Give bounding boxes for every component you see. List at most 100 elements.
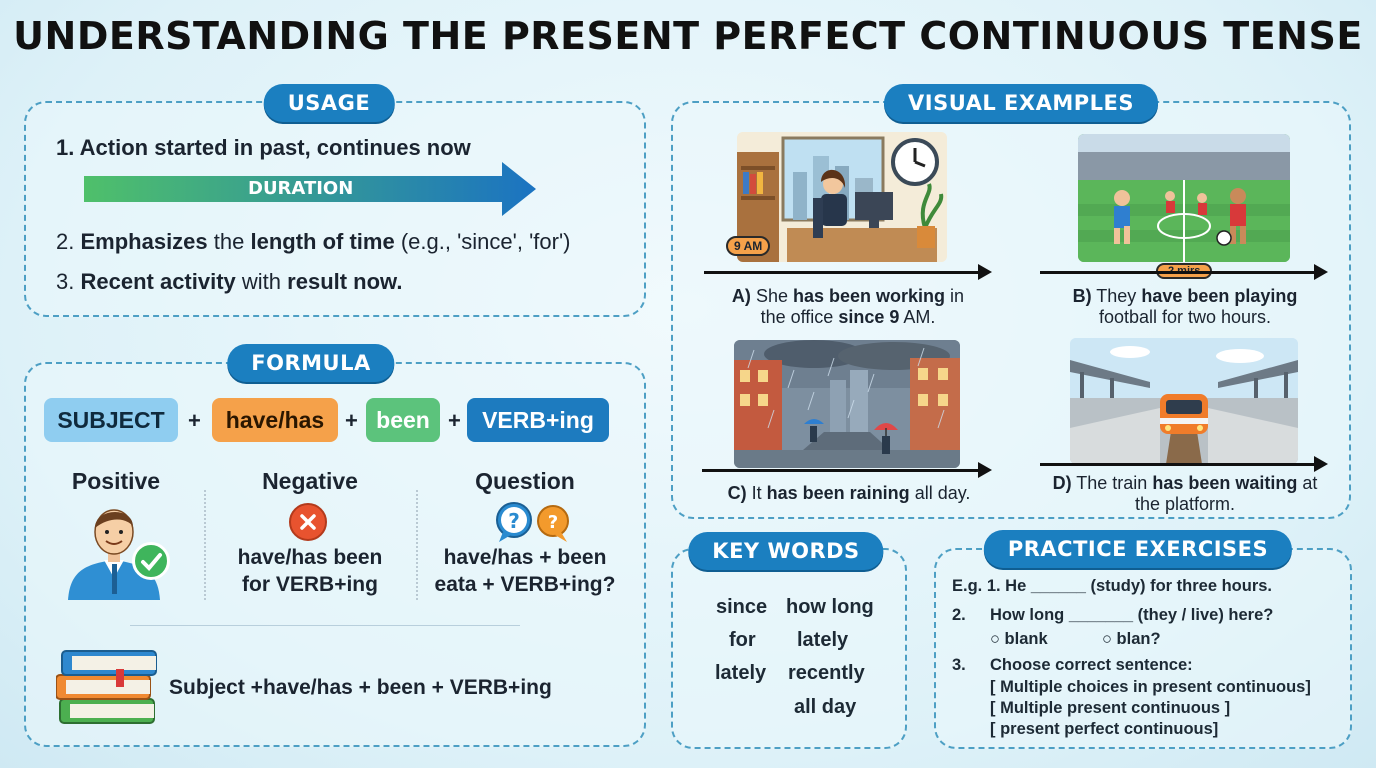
example-c-caption-t1: It	[751, 483, 762, 503]
svg-text:?: ?	[548, 512, 558, 533]
example-a-time-tag-text: 9 AM	[734, 239, 763, 253]
key-word-all-day: all day	[794, 696, 857, 718]
usage-item-2-emph-2: length of time	[250, 229, 395, 254]
key-word-how-long: how long	[786, 596, 874, 618]
formula-summary: Subject +have/has + been + VERB+ing	[169, 676, 552, 699]
practice-q2: How long _______ (they / live) here?	[990, 606, 1274, 624]
example-a-caption-b1: has been working	[792, 286, 946, 306]
example-d-caption: D) The train has been waiting at the pla…	[1030, 473, 1340, 515]
usage-item-2: 2. Emphasizes the length of time (e.g., …	[56, 229, 570, 255]
example-c-image	[734, 340, 960, 468]
usage-item-1-text: 1. Action started in past, continues now	[56, 135, 471, 160]
key-word-since: since	[716, 596, 768, 618]
teacher-avatar	[62, 500, 174, 600]
formula-plus-1: +	[188, 408, 201, 433]
usage-item-2-emph-1: Emphasizes	[80, 229, 208, 254]
positive-label: Positive	[71, 468, 161, 494]
practice-q3: Choose correct sentence:	[990, 656, 1193, 674]
books-icon	[55, 643, 160, 727]
example-d-caption-t1: The train	[1076, 473, 1148, 493]
example-a-caption-b2: since 9	[838, 307, 900, 327]
key-word-lately-right: lately	[797, 629, 849, 651]
visual-examples-heading: VISUAL EXAMPLES	[884, 84, 1158, 122]
example-d-caption-prefix: D)	[1052, 473, 1072, 493]
example-c-caption-t2: all day.	[914, 483, 971, 503]
example-a-image	[737, 132, 947, 262]
formula-been-box: been	[366, 398, 440, 442]
arrow-right-icon	[84, 162, 536, 216]
formula-plus-3: +	[448, 408, 461, 433]
practice-q3-option-3[interactable]: [ present perfect continuous]	[990, 720, 1219, 738]
duration-label: DURATION	[248, 178, 354, 199]
key-words-heading: KEY WORDS	[688, 532, 884, 570]
question-text-2: eata + VERB+ing?	[434, 573, 616, 596]
example-b-caption: B) They have been playing football for t…	[1030, 286, 1340, 328]
key-word-for: for	[729, 629, 756, 651]
usage-item-3-emph-1: Recent activity	[80, 269, 236, 294]
usage-item-2-text-1: the	[213, 229, 245, 254]
usage-item-1: 1. Action started in past, continues now	[56, 135, 471, 161]
duration-arrow: DURATION	[84, 162, 536, 216]
negative-text-1: have/has been	[237, 546, 383, 569]
example-a-caption: A) She has been working in the office si…	[698, 286, 998, 328]
example-b-caption-t1: They	[1096, 286, 1137, 306]
practice-q2-num: 2.	[952, 606, 966, 624]
formula-have-box: have/has	[212, 398, 338, 442]
formula-heading: FORMULA	[227, 344, 395, 382]
example-b-caption-line-2: football for two hours.	[1098, 307, 1272, 327]
check-icon	[132, 542, 170, 580]
page-title: UNDERSTANDING THE PRESENT PERFECT CONTIN…	[13, 14, 1363, 58]
question-label: Question	[475, 468, 575, 494]
negative-label: Negative	[262, 468, 358, 494]
formula-plus-2: +	[345, 408, 358, 433]
example-a-caption-t1: She	[755, 286, 788, 306]
usage-item-2-num: 2.	[56, 229, 75, 254]
example-d-timeline	[1040, 456, 1328, 472]
key-word-recently: recently	[788, 662, 865, 684]
example-b-caption-b1: have been playing	[1141, 286, 1298, 306]
formula-divider	[130, 625, 520, 626]
formula-verb-box: VERB+ing	[467, 398, 609, 442]
negative-text-2: for VERB+ing	[242, 573, 378, 596]
usage-item-3-num: 3.	[56, 269, 75, 294]
practice-heading: PRACTICE EXERCISES	[983, 530, 1293, 568]
example-b-timeline	[1040, 264, 1328, 280]
example-a-caption-t2: in	[950, 286, 965, 306]
key-words-panel	[671, 548, 907, 749]
usage-panel	[24, 101, 646, 317]
example-d-image	[1070, 338, 1298, 464]
usage-item-3: 3. Recent activity with result now.	[56, 269, 402, 295]
practice-panel	[934, 548, 1352, 749]
example-a-caption-t3: the office	[760, 307, 834, 327]
practice-q3-num: 3.	[952, 656, 966, 674]
usage-item-3-text-1: with	[241, 269, 282, 294]
example-d-caption-line-2: the platform.	[1134, 494, 1236, 514]
practice-q2-option-1[interactable]: ○ blank	[990, 630, 1048, 648]
example-a-caption-prefix: A)	[731, 286, 751, 306]
svg-text:?: ?	[508, 509, 520, 533]
question-text-1: have/has + been	[443, 546, 607, 569]
usage-item-2-text-2: (e.g., 'since', 'for')	[400, 229, 571, 254]
example-c-timeline	[702, 462, 992, 478]
column-divider-2	[416, 490, 418, 600]
practice-q3-option-1[interactable]: [ Multiple choices in present continuous…	[990, 678, 1311, 696]
formula-subject-box: SUBJECT	[44, 398, 178, 442]
practice-q1: E.g. 1. He ______ (study) for three hour…	[952, 577, 1273, 595]
column-divider-1	[204, 490, 206, 600]
example-d-caption-b1: has been waiting	[1152, 473, 1298, 493]
example-c-caption-prefix: C)	[727, 483, 747, 503]
example-a-timeline	[704, 264, 992, 280]
example-a-caption-t4: AM.	[903, 307, 936, 327]
usage-heading: USAGE	[263, 84, 395, 122]
practice-q3-option-2[interactable]: [ Multiple present continuous ]	[990, 699, 1231, 717]
example-c-caption: C) It has been raining all day.	[694, 483, 1004, 504]
example-c-caption-b1: has been raining	[766, 483, 910, 503]
example-d-caption-t2: at	[1302, 473, 1318, 493]
question-bubble-icon: ? ?	[495, 500, 575, 544]
key-word-lately-left: lately	[715, 662, 767, 684]
example-b-image	[1078, 134, 1290, 262]
practice-q2-option-2[interactable]: ○ blan?	[1102, 630, 1161, 648]
close-icon	[289, 503, 327, 541]
example-b-caption-prefix: B)	[1072, 286, 1092, 306]
example-a-time-tag: 9 AM	[726, 236, 771, 256]
